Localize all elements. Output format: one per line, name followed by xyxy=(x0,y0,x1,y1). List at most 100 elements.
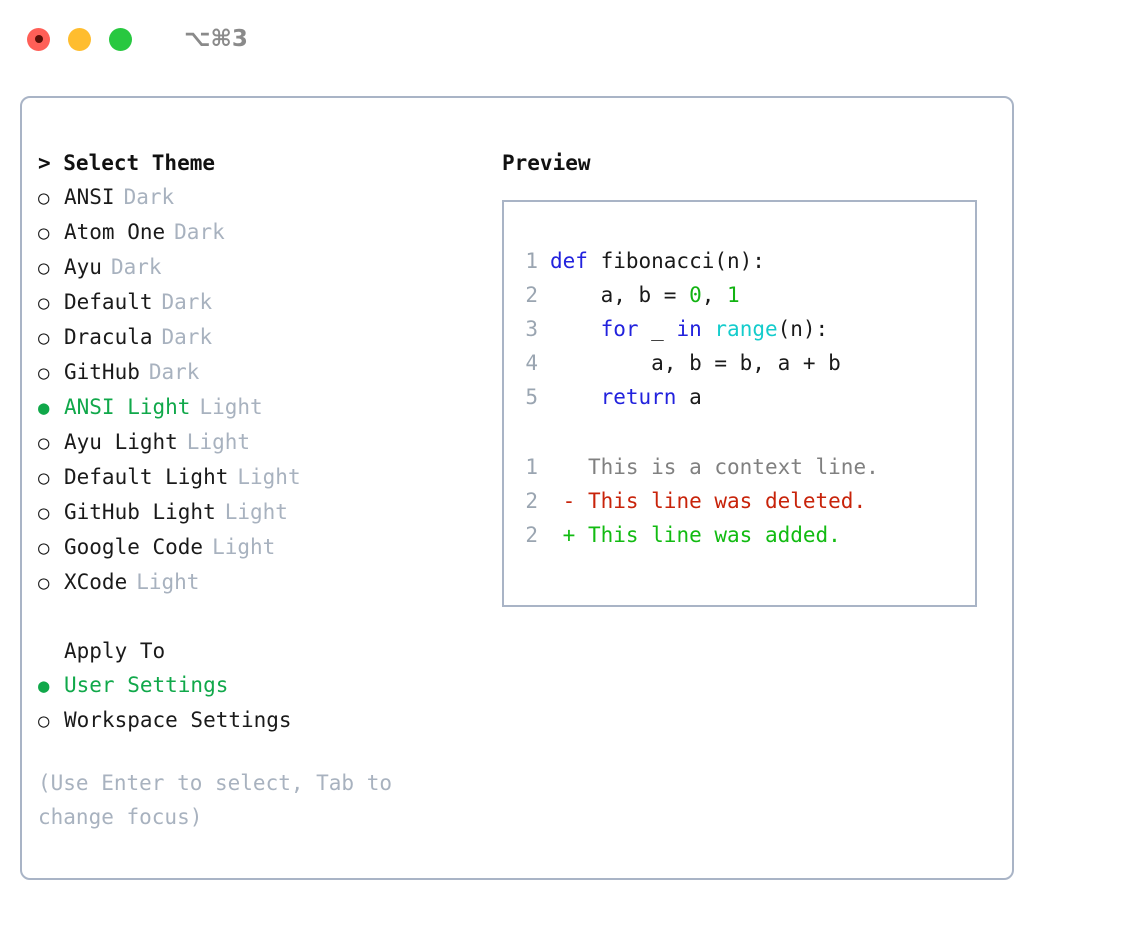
theme-option-kind: Light xyxy=(186,430,251,454)
diff-text: This line was added. xyxy=(575,523,841,547)
theme-option-name: ANSI xyxy=(64,185,115,209)
theme-option-name: GitHub xyxy=(64,360,140,384)
radio-unselected-icon: ○ xyxy=(38,292,50,314)
line-number: 3 xyxy=(525,317,538,341)
apply-to-list[interactable]: ● User Settings ○ Workspace Settings xyxy=(38,668,488,738)
theme-option-kind: Light xyxy=(136,570,200,594)
theme-option-kind: Light xyxy=(224,500,288,524)
radio-unselected-icon: ○ xyxy=(38,572,50,594)
radio-unselected-icon: ○ xyxy=(38,502,50,524)
code-token-kw: in xyxy=(676,317,702,341)
code-token-id: _ xyxy=(638,317,677,341)
theme-option-default-light[interactable]: ○ Default Light Light xyxy=(38,460,488,495)
maximize-window-button[interactable] xyxy=(109,27,132,51)
diff-line-deleted: 2 - This line was deleted. xyxy=(516,484,967,518)
radio-unselected-icon: ○ xyxy=(38,222,50,244)
keyboard-shortcut-label: ⌥⌘3 xyxy=(184,26,248,52)
code-token-id xyxy=(550,317,601,341)
radio-selected-icon: ● xyxy=(38,675,50,697)
diff-text: This line was deleted. xyxy=(575,489,867,513)
theme-option-kind: Dark xyxy=(174,220,225,244)
theme-option-dracula[interactable]: ○ Dracula Dark xyxy=(38,320,488,355)
theme-option-kind: Dark xyxy=(161,290,213,314)
theme-option-kind: Light xyxy=(212,535,276,559)
theme-option-name: ANSI Light xyxy=(64,395,191,419)
section-spacer xyxy=(38,600,488,634)
diff-marker: - xyxy=(550,489,576,513)
code-token-fn: range xyxy=(714,317,778,341)
code-token-id: a, b = xyxy=(550,283,690,307)
theme-option-github[interactable]: ○ GitHub Dark xyxy=(38,355,488,390)
theme-option-name: GitHub Light xyxy=(64,500,216,524)
theme-option-kind: Dark xyxy=(123,185,175,209)
radio-unselected-icon: ○ xyxy=(38,187,50,209)
theme-option-kind: Light xyxy=(237,465,301,489)
radio-unselected-icon: ○ xyxy=(38,362,50,384)
keyboard-hint-text: (Use Enter to select, Tab to change focu… xyxy=(38,771,393,829)
diff-sample: 1 This is a context line.2 - This line w… xyxy=(516,450,967,552)
theme-option-google-code[interactable]: ○ Google Code Light xyxy=(38,530,488,565)
theme-option-name: Default Light xyxy=(64,465,229,489)
line-number: 1 xyxy=(525,249,538,273)
theme-option-github-light[interactable]: ○ GitHub Light Light xyxy=(38,495,488,530)
title-bar: ⌥⌘3 xyxy=(0,0,1140,78)
close-window-button[interactable] xyxy=(27,27,50,51)
theme-option-name: Ayu xyxy=(64,255,102,279)
line-number: 2 xyxy=(525,489,538,513)
apply-to-option-name: User Settings xyxy=(64,673,229,697)
radio-unselected-icon: ○ xyxy=(38,432,50,454)
theme-option-name: XCode xyxy=(64,570,128,594)
window-traffic-lights xyxy=(27,27,132,51)
code-token-id: (n): xyxy=(777,317,829,341)
apply-to-option-workspace-settings[interactable]: ○ Workspace Settings xyxy=(38,703,488,738)
theme-option-ansi[interactable]: ○ ANSI Dark xyxy=(38,180,488,215)
theme-option-name: Dracula xyxy=(64,325,153,349)
radio-unselected-icon: ○ xyxy=(38,710,50,732)
apply-to-option-name: Workspace Settings xyxy=(64,708,292,732)
code-line: 4 a, b = b, a + b xyxy=(516,346,967,380)
theme-option-name: Ayu Light xyxy=(64,430,178,454)
theme-option-name: Default xyxy=(64,290,153,314)
radio-selected-icon: ● xyxy=(38,397,50,419)
diff-line-added: 2 + This line was added. xyxy=(516,518,967,552)
diff-marker xyxy=(550,455,575,479)
code-token-id: , xyxy=(701,283,728,307)
theme-option-name: Google Code xyxy=(64,535,204,559)
theme-option-xcode[interactable]: ○ XCode Light xyxy=(38,565,488,600)
line-number: 1 xyxy=(525,455,538,479)
radio-unselected-icon: ○ xyxy=(38,537,50,559)
radio-unselected-icon: ○ xyxy=(38,327,50,349)
code-token-num: 1 xyxy=(727,283,740,307)
line-number: 5 xyxy=(525,385,538,409)
line-number: 2 xyxy=(525,283,538,307)
theme-option-kind: Dark xyxy=(161,325,213,349)
radio-unselected-icon: ○ xyxy=(38,467,50,489)
minimize-window-button[interactable] xyxy=(68,27,91,51)
diff-marker: + xyxy=(550,523,576,547)
diff-line-context: 1 This is a context line. xyxy=(516,450,967,484)
code-token-kw: for xyxy=(600,317,639,341)
theme-option-default[interactable]: ○ Default Dark xyxy=(38,285,488,320)
theme-option-ayu-light[interactable]: ○ Ayu Light Light xyxy=(38,425,488,460)
theme-option-kind: Dark xyxy=(148,360,200,384)
diff-text: This is a context line. xyxy=(575,455,879,479)
preview-title: Preview xyxy=(502,151,591,175)
apply-to-option-user-settings[interactable]: ● User Settings xyxy=(38,668,488,703)
code-token-kw: return xyxy=(600,385,677,409)
code-line: 2 a, b = 0, 1 xyxy=(516,278,967,312)
line-number: 2 xyxy=(525,523,538,547)
code-token-kw: def xyxy=(550,249,601,273)
apply-to-label: Apply To xyxy=(64,639,166,663)
line-number: 4 xyxy=(525,351,538,375)
